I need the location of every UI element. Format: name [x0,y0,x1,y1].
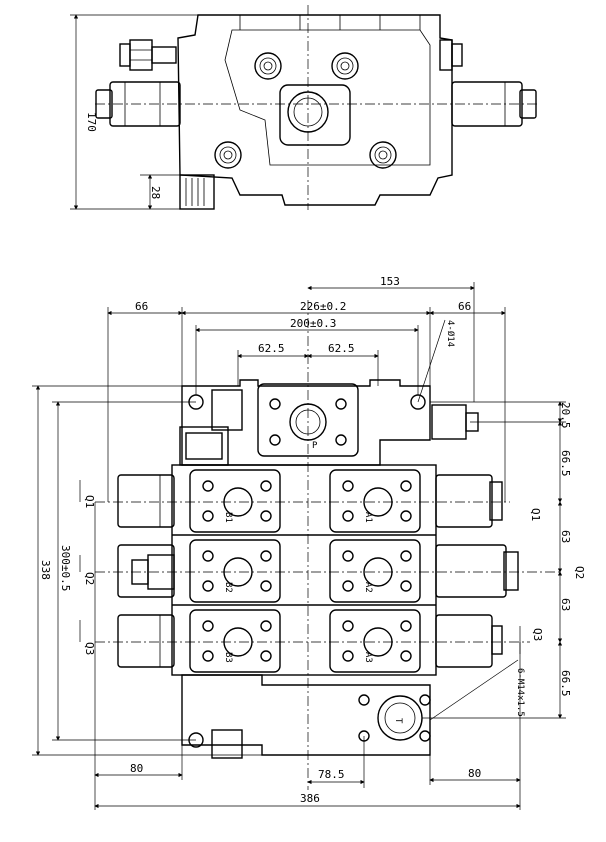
label-Q3-right: Q3 [531,628,544,641]
dim-66-5-top: 66.5 [559,450,572,477]
label-Q2-left: Q2 [83,572,96,585]
dim-200: 200±0.3 [290,317,336,330]
dim-226: 226±0.2 [300,300,346,313]
port-A1: A1 [363,512,373,523]
dim-153: 153 [380,275,400,288]
dim-66-right: 66 [458,300,471,313]
right-actuators [435,474,519,668]
dim-170: 170 [85,112,98,132]
port-T: T [393,718,403,724]
port-A3: A3 [363,652,373,663]
dim-62-5-a: 62.5 [258,342,285,355]
top-bolts [214,52,397,169]
dim-386: 386 [300,792,320,805]
label-Q1-left: Q1 [83,495,96,508]
label-Q2-right: Q2 [573,566,586,579]
port-A2: A2 [363,582,373,593]
port-P: P [312,441,318,451]
label-Q1-right: Q1 [529,508,542,521]
hole-note: 4-Ø14 [445,320,456,347]
dim-300: 300±0.5 [59,545,72,591]
spool-sections: B1 B2 B3 A1 A2 A3 [171,464,437,676]
dim-80-right: 80 [468,767,481,780]
top-view: 170 28 [70,5,540,210]
dim-66-5-bot: 66.5 [559,670,572,697]
dim-78-5: 78.5 [318,768,345,781]
dim-20-5: 20.5 [559,402,572,429]
port-B1: B1 [223,512,233,523]
label-Q3-left: Q3 [83,642,96,655]
dim-63-a: 63 [559,530,572,543]
dim-338: 338 [39,560,52,580]
dim-80-left: 80 [130,762,143,775]
dim-66-left: 66 [135,300,148,313]
dim-63-b: 63 [559,598,572,611]
left-actuators [117,474,175,668]
dim-62-5-b: 62.5 [328,342,355,355]
port-B3: B3 [223,652,233,663]
port-B2: B2 [223,582,233,593]
dim-28: 28 [149,186,162,199]
front-view: P [32,275,586,810]
